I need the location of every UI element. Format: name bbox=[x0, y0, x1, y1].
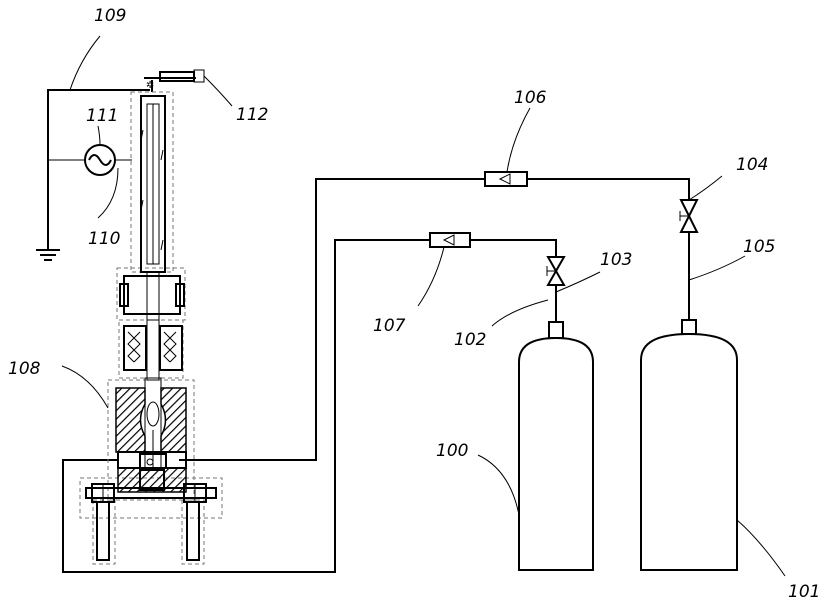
label-104: 104 bbox=[736, 155, 768, 175]
label-109: 109 bbox=[94, 6, 126, 26]
valve-104 bbox=[680, 200, 697, 232]
label-112: 112 bbox=[236, 105, 268, 125]
label-108: 108 bbox=[8, 359, 41, 379]
leader-lines bbox=[62, 36, 785, 576]
gas-cylinder-101 bbox=[641, 320, 737, 570]
label-105: 105 bbox=[743, 237, 775, 257]
gas-cylinder-100 bbox=[519, 322, 593, 570]
flow-meter-106 bbox=[485, 172, 527, 186]
valve-102 bbox=[547, 257, 564, 285]
gas-line-from-cylinder-101 bbox=[179, 179, 689, 460]
svg-text:✲: ✲ bbox=[146, 80, 154, 91]
label-107: 107 bbox=[373, 316, 406, 336]
label-106: 106 bbox=[514, 88, 547, 108]
label-110: 110 bbox=[88, 229, 120, 249]
flow-meter-107 bbox=[430, 233, 470, 247]
ac-source-icon bbox=[85, 145, 115, 175]
label-111: 111 bbox=[86, 106, 118, 126]
label-100: 100 bbox=[436, 441, 468, 461]
label-101: 101 bbox=[788, 582, 820, 602]
label-102: 102 bbox=[454, 330, 486, 350]
label-103: 103 bbox=[600, 250, 632, 270]
electrode-probe-112: ✲ bbox=[144, 70, 204, 92]
